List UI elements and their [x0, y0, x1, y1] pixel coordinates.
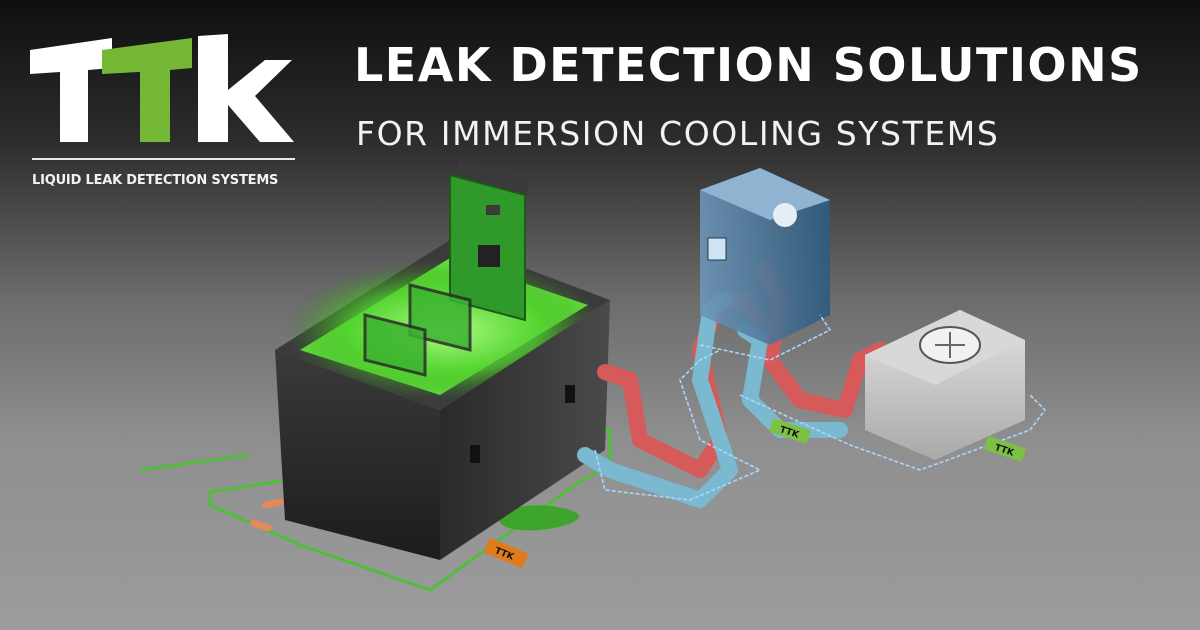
- leak-puddle: [498, 505, 580, 531]
- page-subtitle: FOR IMMERSION COOLING SYSTEMS: [356, 114, 1000, 153]
- sensor-tag: TTK: [484, 538, 528, 568]
- logo-divider: [32, 158, 295, 160]
- cdu-cabinet: [700, 168, 830, 345]
- brand-logo: LIQUID LEAK DETECTION SYSTEMS: [30, 30, 295, 195]
- dry-cooler: [865, 310, 1025, 460]
- brand-tagline: LIQUID LEAK DETECTION SYSTEMS: [32, 173, 279, 188]
- ttk-logo-mark: [30, 34, 294, 142]
- sensor-probes: [250, 498, 285, 532]
- sensor-tag: TTK: [984, 436, 1026, 462]
- immersion-tank: [275, 160, 610, 560]
- page-title: LEAK DETECTION SOLUTIONS: [354, 38, 1143, 92]
- sensor-cable-blue: [594, 314, 1047, 501]
